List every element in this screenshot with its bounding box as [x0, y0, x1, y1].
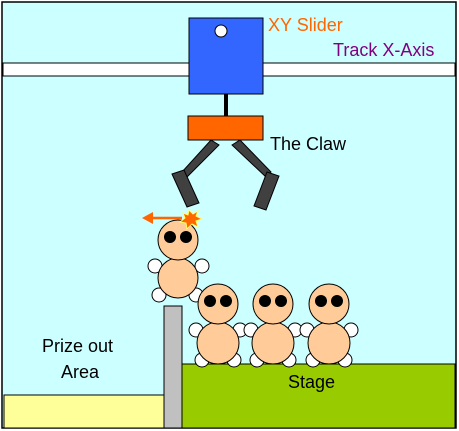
- doll-eye: [164, 231, 176, 243]
- claw-left-finger: [171, 169, 200, 208]
- doll-hand: [194, 258, 210, 274]
- divider-wall: [163, 305, 183, 429]
- prize-out-label-line1: Prize out: [42, 336, 113, 356]
- doll-eye: [204, 295, 216, 307]
- doll-eye: [315, 295, 327, 307]
- doll-eye: [275, 295, 287, 307]
- claw-right-arm: [231, 139, 272, 178]
- claw-body: [187, 115, 264, 141]
- doll-eye: [180, 231, 192, 243]
- doll-body: [196, 321, 240, 365]
- doll-eye: [220, 295, 232, 307]
- arrow-left-head: [142, 212, 153, 224]
- falling-doll: [147, 219, 210, 303]
- doll-body: [307, 321, 351, 365]
- doll-head: [157, 219, 199, 261]
- claw-cable: [224, 94, 228, 116]
- slider-hole: [214, 24, 228, 38]
- doll-eye: [331, 295, 343, 307]
- stage-doll: [188, 283, 248, 368]
- stage-doll: [243, 283, 303, 368]
- stage: [181, 363, 456, 429]
- doll-head: [252, 283, 294, 325]
- claw-right-finger: [253, 171, 280, 211]
- stage-doll: [299, 283, 359, 368]
- stage-label: Stage: [288, 372, 335, 392]
- track-x-axis-label: Track X-Axis: [333, 40, 434, 60]
- prize-out-label-line2: Area: [61, 362, 100, 382]
- spark-burst-icon: [178, 208, 204, 231]
- doll-head: [308, 283, 350, 325]
- doll-body: [157, 257, 199, 299]
- doll-foot: [151, 287, 167, 303]
- prize-out-area: [3, 394, 165, 429]
- doll-head: [197, 283, 239, 325]
- doll-eye: [259, 295, 271, 307]
- doll-body: [251, 321, 295, 365]
- the-claw-label: The Claw: [270, 134, 347, 154]
- xy-slider-label: XY Slider: [268, 15, 343, 35]
